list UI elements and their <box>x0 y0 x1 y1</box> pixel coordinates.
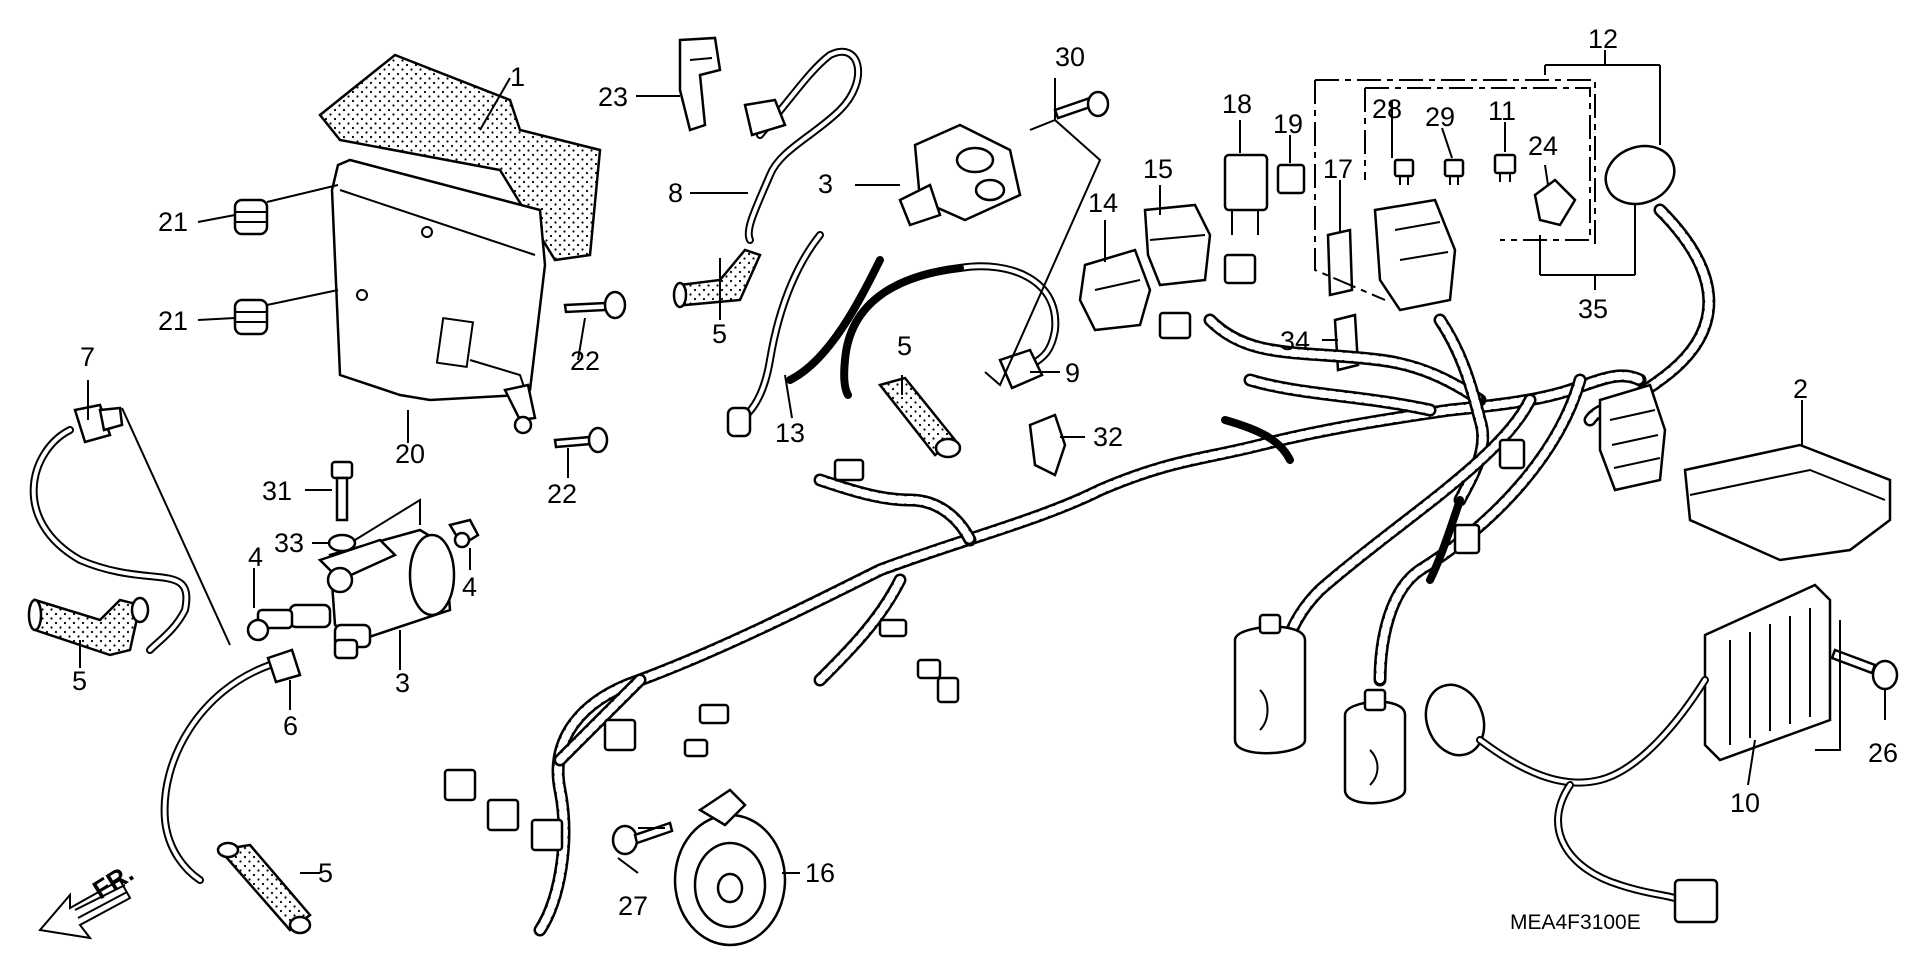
relay-14 <box>1078 248 1152 332</box>
callout-29: 29 <box>1425 102 1455 132</box>
main-wire-harness <box>533 313 1647 937</box>
callout-13: 13 <box>775 418 805 448</box>
callout-22-upper: 22 <box>570 346 600 376</box>
regulator-rectifier-10 <box>1703 583 1832 762</box>
callout-3-upper: 3 <box>818 169 833 199</box>
relay-15 <box>1143 203 1212 287</box>
cable-13 <box>726 231 884 438</box>
callout-5-bottom: 5 <box>318 858 333 888</box>
sensor-6 <box>160 648 302 884</box>
rubber-hose-5-left <box>27 596 150 657</box>
callout-15: 15 <box>1143 154 1173 184</box>
fuse-28 <box>1393 158 1415 185</box>
callout-5-mid: 5 <box>897 331 912 361</box>
fuse-block <box>1373 198 1457 312</box>
callout-32: 32 <box>1093 422 1123 452</box>
bolt-26 <box>1830 648 1899 691</box>
callout-27: 27 <box>618 891 648 921</box>
battery-bottle-left <box>1233 613 1307 755</box>
bolt-22-upper <box>563 290 627 320</box>
callout-12: 12 <box>1588 24 1618 54</box>
relay-18 <box>1223 153 1269 235</box>
clamp-23 <box>678 36 722 132</box>
callout-7: 7 <box>80 342 95 372</box>
bolt-22-lower <box>513 415 609 454</box>
ecu-cover-assembly <box>318 53 602 422</box>
rubber-hose-5-bottom <box>216 841 312 935</box>
callout-9: 9 <box>1065 358 1080 388</box>
leader-lines <box>79 50 1886 874</box>
callout-3-lower: 3 <box>395 668 410 698</box>
callout-4-right: 4 <box>462 572 477 602</box>
callout-1: 1 <box>510 62 525 92</box>
fuse-19 <box>1276 163 1306 195</box>
fuse-11 <box>1493 153 1517 182</box>
callout-18: 18 <box>1222 89 1252 119</box>
fuse-box-12 <box>1314 79 1596 301</box>
rubber-mount-upper <box>233 198 269 236</box>
sensor-7 <box>29 403 191 654</box>
callout-22-lower: 22 <box>547 479 577 509</box>
terminal-4-right <box>448 518 480 549</box>
battery-bottle-right <box>1343 688 1407 805</box>
callout-11: 11 <box>1488 96 1516 126</box>
callout-16: 16 <box>805 858 835 888</box>
horn-16 <box>673 788 787 947</box>
bolt-30 <box>1053 90 1110 120</box>
callouts: 1 2 3 3 4 4 5 5 5 5 6 7 8 9 10 11 12 13 … <box>72 24 1898 921</box>
harness-connectors <box>443 253 1526 852</box>
front-direction-arrow: FR. <box>38 857 139 940</box>
ecu-cover <box>330 158 547 402</box>
callout-24: 24 <box>1528 131 1558 161</box>
callout-5-upper: 5 <box>712 319 727 349</box>
callout-30: 30 <box>1055 42 1085 72</box>
callout-19: 19 <box>1273 109 1303 139</box>
callout-6: 6 <box>283 711 298 741</box>
callout-17: 17 <box>1323 154 1353 184</box>
callout-10: 10 <box>1730 788 1760 818</box>
starter-relay-lower <box>246 528 456 660</box>
callout-21-lower: 21 <box>158 306 188 336</box>
callout-4-left: 4 <box>248 542 263 572</box>
starter-relay-upper <box>898 123 1022 227</box>
callout-26: 26 <box>1868 738 1898 768</box>
callout-33: 33 <box>274 528 304 558</box>
callout-20: 20 <box>395 439 425 469</box>
callout-2: 2 <box>1793 374 1808 404</box>
callout-5-left: 5 <box>72 666 87 696</box>
fuse-29 <box>1443 158 1465 185</box>
rubber-mount-lower <box>233 298 269 336</box>
callout-23: 23 <box>598 82 628 112</box>
diagram-code: MEA4F3100E <box>1510 911 1641 934</box>
ecu-2 <box>1683 443 1892 562</box>
fuse-holder-24 <box>1533 178 1577 227</box>
callout-34: 34 <box>1280 326 1310 356</box>
callout-21-upper: 21 <box>158 207 188 237</box>
callout-28: 28 <box>1372 94 1402 124</box>
bolt-31 <box>327 460 357 553</box>
cable-8 <box>743 47 862 244</box>
callout-8: 8 <box>668 178 683 208</box>
clip-32 <box>1028 413 1067 477</box>
rubber-hose-5-upper <box>672 248 762 309</box>
regulator-wire <box>1424 676 1719 924</box>
cable-9 <box>840 262 1060 399</box>
callout-35: 35 <box>1578 294 1608 324</box>
rubber-hose-5-mid <box>877 376 962 459</box>
callout-31: 31 <box>262 476 292 506</box>
connector-2-block <box>1598 383 1667 492</box>
callout-14: 14 <box>1088 188 1118 218</box>
